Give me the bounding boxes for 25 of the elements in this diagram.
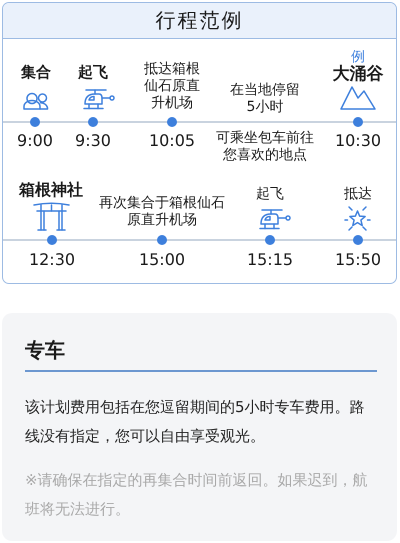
stop-time: 9:00 [17,131,53,150]
stop-name: 集合 [21,63,51,81]
stay-note: 在当地停留5小时 [229,82,301,116]
itinerary-card [2,2,397,284]
stop-name: 起飞 [256,186,284,203]
body-paragraph: 该计划费用包括在您逗留期间的5小时专车费用。路线没有指定，您可以自由享受观光。 [25,397,366,447]
section-heading: 专车 [25,337,65,363]
stop-time: 15:50 [334,250,382,270]
example-tag: 例 [351,49,365,66]
note-paragraph: ※请确保在指定的再集合时间前返回。如果迟到，航班将无法进行。 [25,470,369,520]
stop-name: 抵达箱根仙石原直升机场 [143,61,201,112]
stop-time: 15:00 [138,250,186,270]
stop-name: 箱根神社 [19,180,83,200]
card-title: 行程范例 [154,7,244,34]
stop-time: 10:30 [334,131,382,150]
stop-name: 再次集合于箱根仙石原直升机场 [98,195,226,229]
stop-time: 10:05 [148,131,196,150]
stay-note: 可乘坐包车前往您喜欢的地点 [215,130,315,164]
stop-time: 15:15 [246,250,294,270]
stop-name: 起飞 [78,63,108,81]
stop-name: 大涌谷 [332,64,384,84]
stop-name: 抵达 [344,186,372,203]
stop-time: 12:30 [28,250,76,270]
stop-time: 9:30 [75,131,111,150]
info-card [2,313,397,541]
